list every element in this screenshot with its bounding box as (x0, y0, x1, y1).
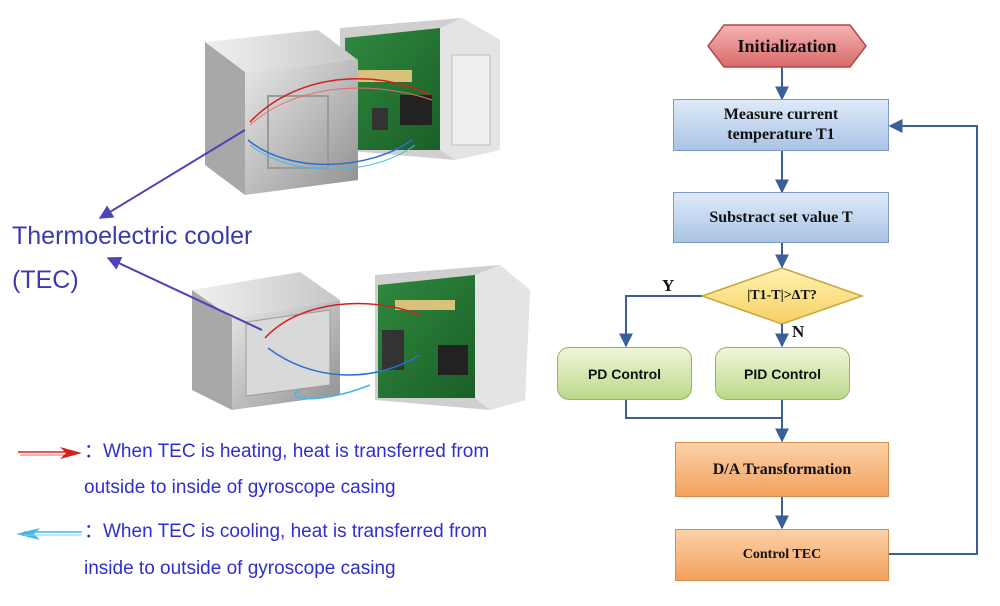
start-node-shape (707, 24, 867, 68)
da-transformation-node: D/A Transformation (675, 442, 889, 497)
cooling-legend-line2: inside to outside of gyroscope casing (84, 558, 396, 579)
heating-legend-line1: ：When TEC is heating, heat is transferre… (84, 441, 490, 462)
heating-legend-line2: outside to inside of gyroscope casing (84, 477, 396, 498)
decision-node: |T1-T|>ΔT? (747, 288, 817, 303)
gyroscope-illustration-top (205, 18, 500, 195)
subtract-node: Substract set value T (673, 192, 889, 243)
measure-node: Measure current temperature T1 (673, 99, 889, 151)
gyroscope-illustration-bottom (192, 265, 530, 410)
tec-pointer-top (98, 129, 246, 219)
cooling-arrow-icon (16, 528, 82, 540)
flow-connectors (619, 67, 978, 555)
yes-label: Y (662, 276, 675, 295)
pid-control-node: PID Control (715, 347, 850, 400)
cooling-legend-line1: ：When TEC is cooling, heat is transferre… (84, 521, 488, 542)
tec-label-line2: (TEC) (12, 266, 79, 294)
no-label: N (792, 322, 805, 341)
pd-control-node: PD Control (557, 347, 692, 400)
heating-arrow-icon (18, 447, 82, 459)
start-node: Initialization (737, 35, 837, 56)
tec-pointer-bottom (106, 256, 263, 331)
control-tec-node: Control TEC (675, 529, 889, 581)
tec-label-line1: Thermoelectric cooler (12, 222, 253, 250)
